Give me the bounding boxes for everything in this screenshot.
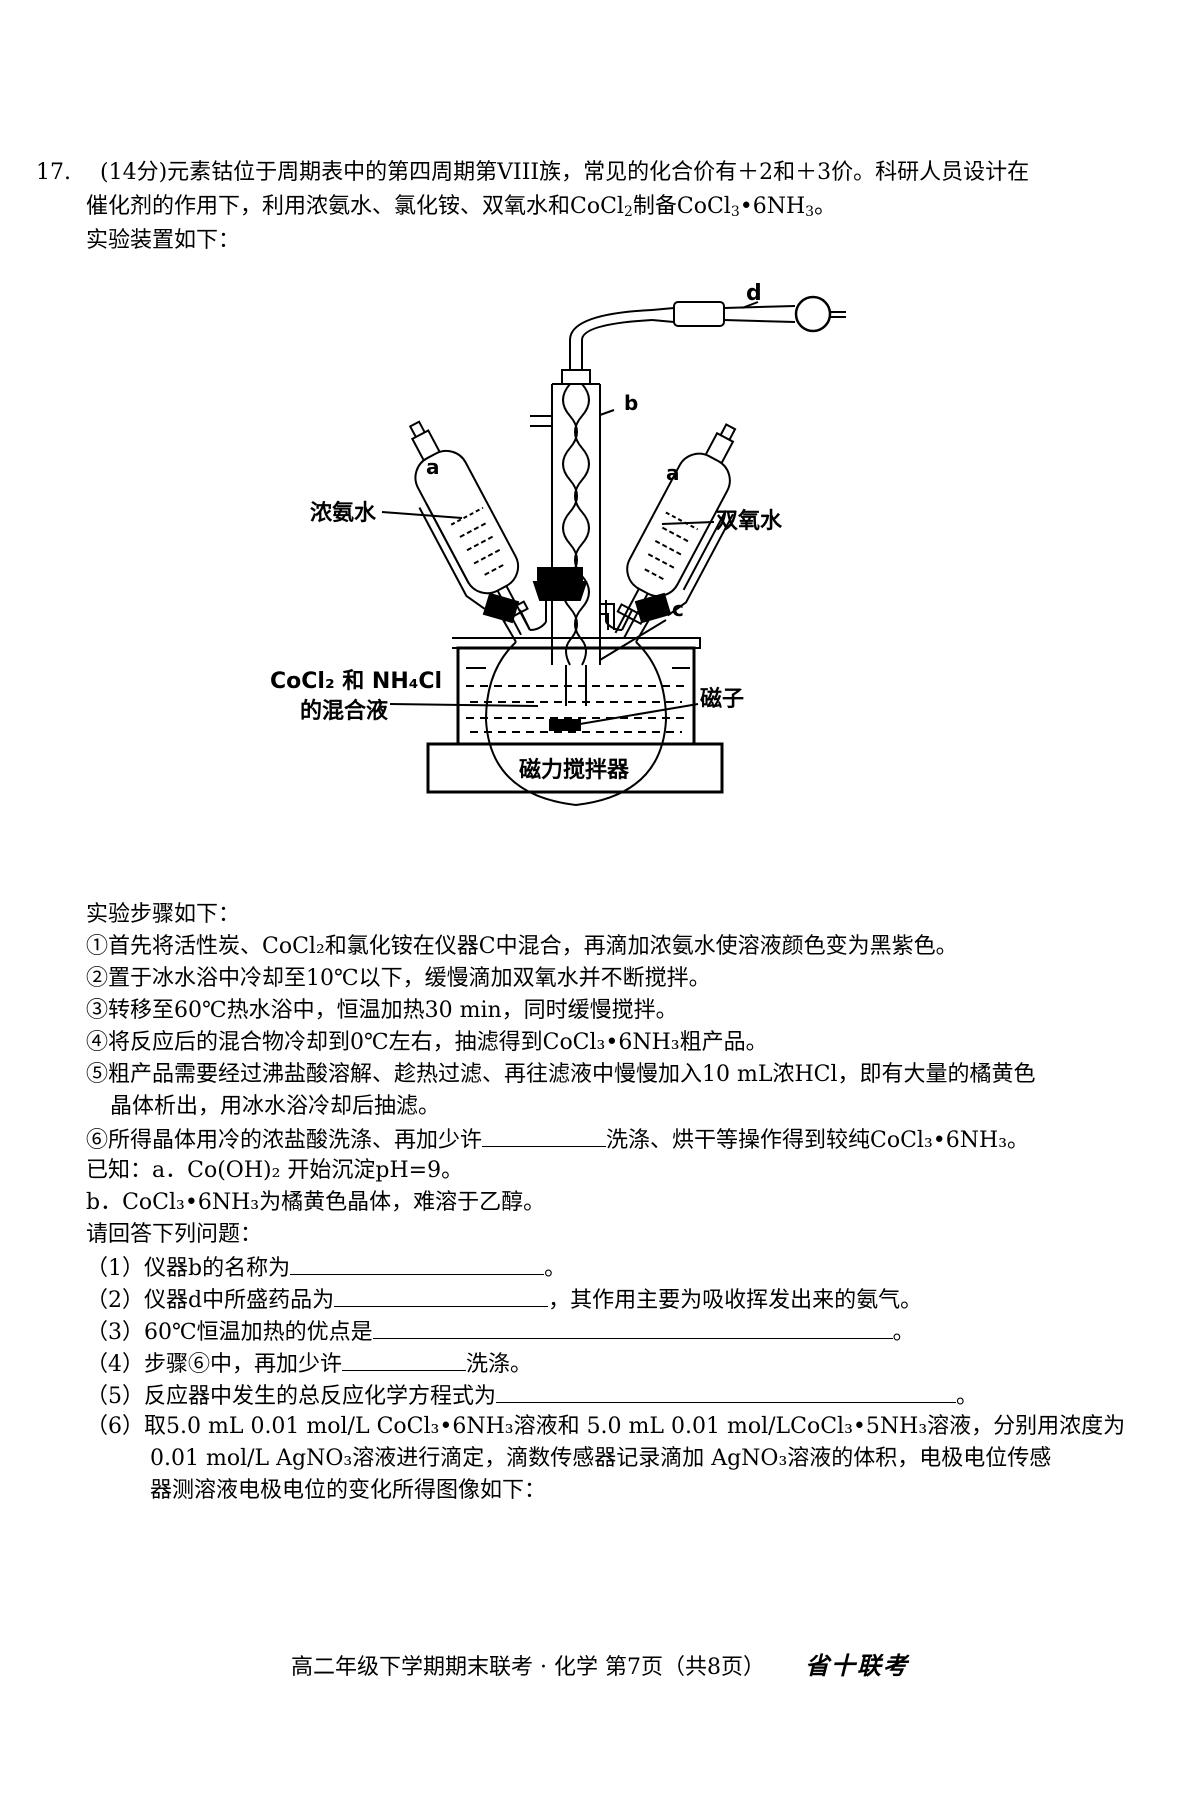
mixture-label-line-2: 的混合液 xyxy=(300,698,388,724)
step-4: ④将反应后的混合物冷却到0℃左右，抽滤得到CoCl₃•6NH₃粗产品。 xyxy=(86,1030,768,1055)
right-reagent-label: 双氧水 xyxy=(716,509,783,534)
label-a-left: a xyxy=(426,455,440,479)
question-5-text: （5）反应器中发生的总反应化学方程式为 xyxy=(86,1384,496,1409)
left-reagent-label: 浓氨水 xyxy=(310,500,377,526)
question-2-text: （2）仪器d中所盛药品为 xyxy=(86,1288,335,1313)
label-d: d xyxy=(746,281,762,306)
step-6-part-b: 洗涤、烘干等操作得到较纯CoCl₃•6NH₃。 xyxy=(606,1128,1030,1153)
step-1: ①首先将活性炭、CoCl₂和氯化铵在仪器C中混合，再滴加浓氨水使溶液颜色变为黑紫… xyxy=(86,934,958,959)
step-6-blank[interactable] xyxy=(482,1124,607,1147)
condenser-b xyxy=(530,360,615,706)
drying-tube-d xyxy=(569,295,846,360)
label-b: b xyxy=(624,391,638,415)
known-b: b．CoCl₃•6NH₃为橘黄色晶体，难溶于乙醇。 xyxy=(86,1190,546,1215)
stirrer-label: 磁力搅拌器 xyxy=(519,757,630,783)
question-2-end: ，其作用主要为吸收挥发出来的氨气。 xyxy=(548,1288,923,1313)
footer-seal: 省十联考 xyxy=(804,1652,909,1680)
question-4-blank[interactable] xyxy=(342,1348,466,1371)
question-3-text: （3）60℃恒温加热的优点是 xyxy=(86,1320,373,1345)
apparatus-heading: 实验装置如下： xyxy=(86,228,241,253)
question-5: （5）反应器中发生的总反应化学方程式为 。 xyxy=(86,1380,978,1412)
magnetic-stirrer xyxy=(426,742,724,794)
left-dropping-funnel xyxy=(408,420,531,636)
step-3: ③转移至60℃热水浴中，恒温加热30 min，同时缓慢搅拌。 xyxy=(86,998,678,1023)
apparatus-diagram: b a xyxy=(270,281,846,807)
step-5-line-1: ⑤粗产品需要经过沸盐酸溶解、趁热过滤、再往滤液中慢慢加入10 mL浓HCl，即有… xyxy=(86,1062,1036,1087)
intro-line-1: (14分)元素钴位于周期表中的第四周期第VIII族，常见的化合价有＋2和＋3价。… xyxy=(100,160,1030,185)
question-number: 17. xyxy=(36,160,71,185)
question-6-line-1: （6）取5.0 mL 0.01 mol/L CoCl₃•6NH₃溶液和 5.0 … xyxy=(86,1414,1126,1439)
page-footer: 高二年级下学期期末联考 · 化学 第7页（共8页） 省十联考 xyxy=(0,1646,1200,1681)
intro-line-2-part-d: 。 xyxy=(814,194,837,219)
stir-bar xyxy=(549,719,581,731)
question-2-blank[interactable] xyxy=(334,1284,549,1307)
question-1: （1）仪器b的名称为 。 xyxy=(86,1252,566,1284)
question-3: （3）60℃恒温加热的优点是 。 xyxy=(86,1316,915,1348)
step-6: ⑥所得晶体用冷的浓盐酸洗涤、再加少许 洗涤、烘干等操作得到较纯CoCl₃•6NH₃… xyxy=(86,1124,1029,1156)
question-6-line-2: 0.01 mol/L AgNO₃溶液进行滴定，滴数传感器记录滴加 AgNO₃溶液… xyxy=(150,1446,1052,1471)
question-6-line-3: 器测溶液电极电位的变化所得图像如下： xyxy=(150,1478,547,1503)
stir-bar-label: 磁子 xyxy=(700,686,744,712)
question-4: （4）步骤⑥中，再加少许 洗涤。 xyxy=(86,1348,532,1380)
question-1-blank[interactable] xyxy=(290,1252,545,1275)
intro-line-2-part-a: 催化剂的作用下，利用浓氨水、氯化铵、双氧水和CoCl xyxy=(86,194,624,219)
question-5-blank[interactable] xyxy=(496,1380,956,1403)
intro-line-2: 催化剂的作用下，利用浓氨水、氯化铵、双氧水和CoCl2制备CoCl3•6NH3。 xyxy=(86,194,837,220)
label-a-right: a xyxy=(666,461,680,485)
intro-line-2-part-c: •6NH xyxy=(739,194,806,219)
question-3-end: 。 xyxy=(892,1320,915,1345)
label-c: c xyxy=(672,597,684,621)
question-1-text: （1）仪器b的名称为 xyxy=(86,1256,291,1281)
question-5-end: 。 xyxy=(956,1384,979,1409)
question-3-blank[interactable] xyxy=(372,1316,893,1339)
known-a: 已知：a．Co(OH)₂ 开始沉淀pH=9。 xyxy=(86,1158,464,1183)
three-neck-flask-c xyxy=(484,600,668,807)
step-2: ②置于冰水浴中冷却至10℃以下，缓慢滴加双氧水并不断搅拌。 xyxy=(86,966,711,991)
question-1-end: 。 xyxy=(544,1256,567,1281)
footer-text: 高二年级下学期期末联考 · 化学 第7页（共8页） xyxy=(291,1655,765,1680)
step-6-part-a: ⑥所得晶体用冷的浓盐酸洗涤、再加少许 xyxy=(86,1128,483,1153)
question-4-text: （4）步骤⑥中，再加少许 xyxy=(86,1352,342,1377)
mixture-label-line-1: CoCl₂ 和 NH₄Cl xyxy=(270,669,442,694)
question-4-end: 洗涤。 xyxy=(466,1352,533,1377)
steps-heading: 实验步骤如下： xyxy=(86,902,241,927)
intro-line-2-part-b: 制备CoCl xyxy=(632,194,731,219)
questions-heading: 请回答下列问题： xyxy=(86,1222,263,1247)
question-2: （2）仪器d中所盛药品为 ，其作用主要为吸收挥发出来的氨气。 xyxy=(86,1284,922,1316)
step-5-line-2: 晶体析出，用冰水浴冷却后抽滤。 xyxy=(110,1094,441,1119)
